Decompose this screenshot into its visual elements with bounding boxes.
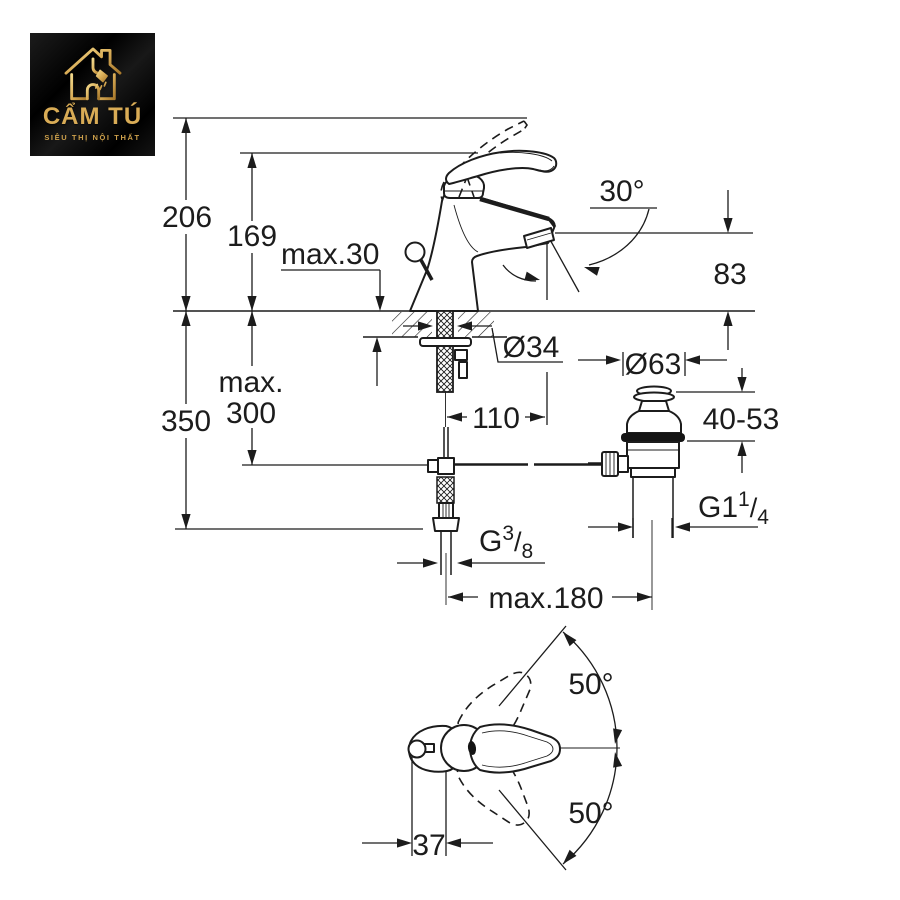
- handle-top-view: [362, 625, 623, 871]
- logo-subtitle: SIÊU THỊ NỘI THẤT: [44, 133, 141, 142]
- store-logo: CẨM TÚ SIÊU THỊ NỘI THẤT: [30, 33, 155, 156]
- dim-spout-height: 83: [713, 258, 746, 291]
- logo-title: CẨM TÚ: [42, 103, 143, 130]
- house-shower-icon: [64, 47, 121, 101]
- handle-lever: [445, 149, 558, 185]
- popup-waste: [588, 385, 685, 538]
- waste-flange: [621, 433, 685, 442]
- handle-top-solid: [407, 723, 561, 774]
- dim-handle-offset: 37: [412, 829, 445, 862]
- dim-spout-angle: 30°: [599, 175, 644, 208]
- shank-and-hoses: [419, 310, 604, 575]
- dim-swing-down: 50°: [568, 797, 613, 830]
- dim-waste-flange: Ø63: [625, 348, 682, 381]
- dim-body-height: 169: [227, 220, 277, 253]
- hose-collar: [438, 502, 454, 519]
- dim-supply-height: 350: [161, 405, 211, 438]
- hose-nut: [432, 517, 460, 532]
- dim-total-height: 206: [162, 201, 212, 234]
- dim-center-to-waste: max.180: [488, 582, 603, 615]
- dim-mounting-hole: Ø34: [503, 331, 560, 364]
- popup-knob: [588, 451, 629, 477]
- dimension-texts: 206 169 max.30 30° 83 Ø34 max. 300 350 1…: [157, 175, 779, 862]
- dim-hose-max-2: 300: [226, 397, 276, 430]
- spout-angle-annotation: [502, 208, 650, 285]
- handle-offset-dimension: [362, 757, 493, 856]
- dim-waste-thread: G11/4: [698, 488, 769, 529]
- aerator: [523, 227, 555, 249]
- dim-swing-up: 50°: [568, 668, 613, 701]
- dim-spout-reach: 110: [472, 402, 520, 435]
- faucet-body: [404, 149, 558, 312]
- dim-deck-thickness: max.30: [281, 238, 379, 271]
- side-lever: [404, 241, 434, 281]
- dim-waste-adjust: 40-53: [703, 403, 780, 436]
- dim-supply-thread: G3/8: [479, 522, 533, 563]
- dim-hose-max-1: max.: [218, 366, 283, 399]
